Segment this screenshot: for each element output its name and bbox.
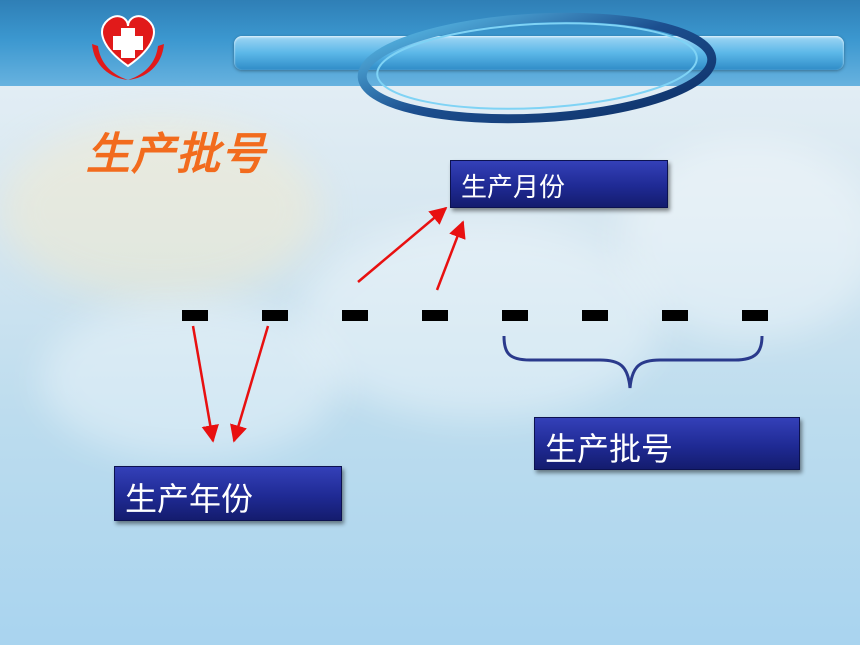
arrow-to-year-1 (191, 325, 219, 443)
arrow-to-year-2 (230, 325, 270, 443)
digit-placeholder-4 (422, 310, 448, 321)
production-year-label: 生产年份 (114, 466, 342, 521)
arrow-to-month-1 (357, 206, 448, 283)
batch-number-label: 生产批号 (534, 417, 800, 470)
digit-placeholder-1 (182, 310, 208, 321)
digit-placeholder-2 (262, 310, 288, 321)
cloud-decoration (0, 120, 320, 300)
header-bar (234, 36, 844, 70)
digit-placeholder-5 (502, 310, 528, 321)
digit-placeholder-3 (342, 310, 368, 321)
digit-placeholder-6 (582, 310, 608, 321)
header-ring-decoration (357, 12, 717, 124)
digit-placeholder-7 (662, 310, 688, 321)
red-cross-heart-hands-icon (92, 15, 164, 80)
digit-placeholder-8 (742, 310, 768, 321)
arrow-to-month-2 (435, 220, 466, 291)
slide-title: 生产批号 (86, 129, 266, 180)
production-month-label: 生产月份 (450, 160, 668, 208)
cloud-decoration (40, 300, 340, 460)
batch-brace (502, 335, 764, 389)
